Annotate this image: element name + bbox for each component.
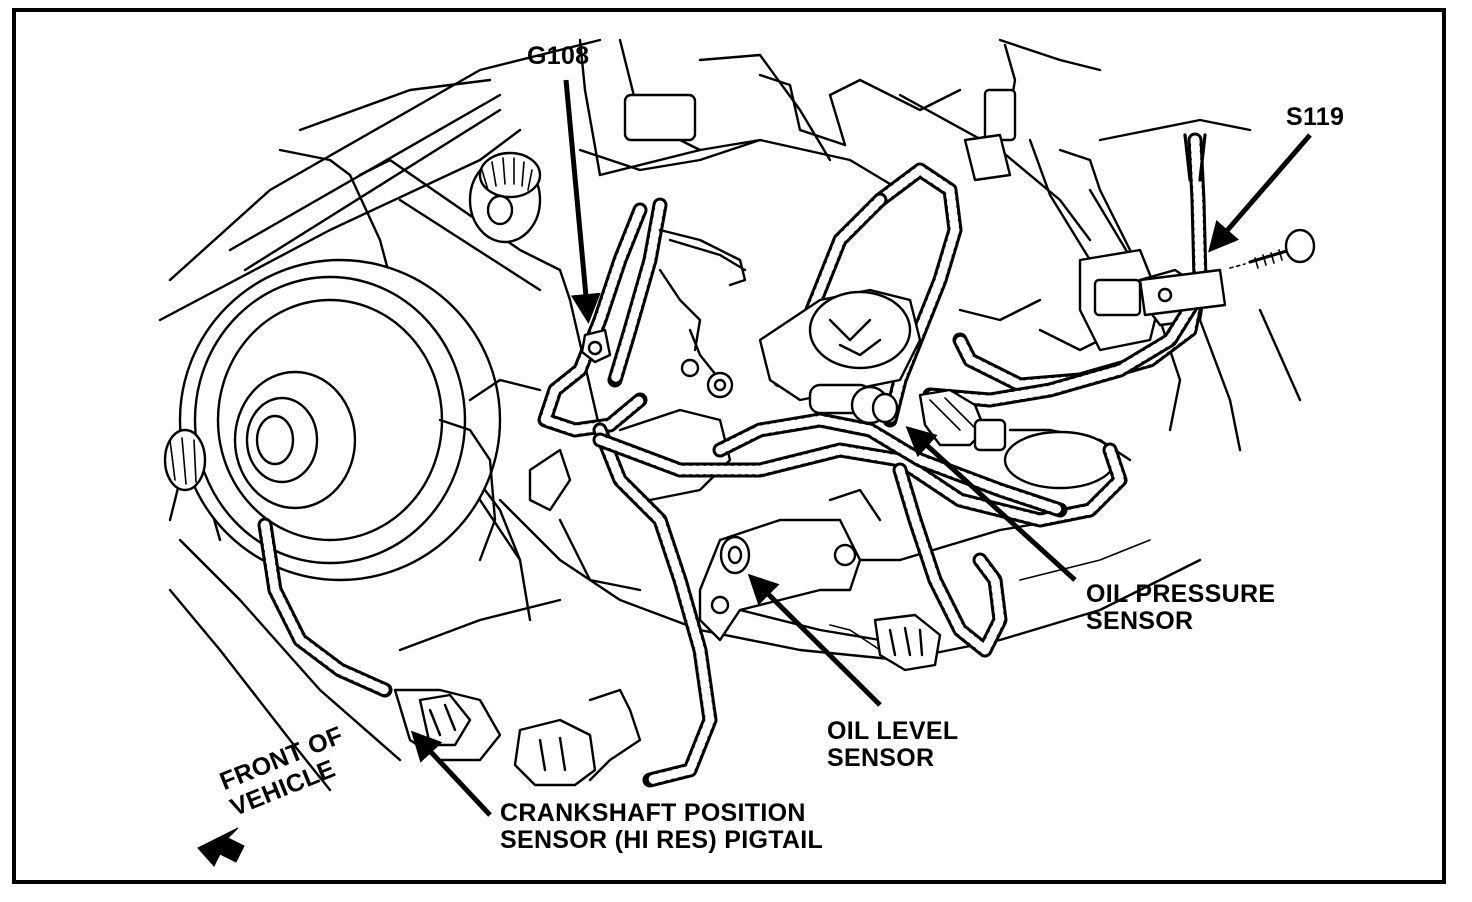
thin-wires xyxy=(558,228,881,782)
oil-level-arrow xyxy=(747,573,882,707)
idler-pulley xyxy=(163,428,207,492)
callout-arrows xyxy=(410,79,1312,817)
casting-boss xyxy=(578,93,762,172)
diagram-frame xyxy=(12,8,1446,884)
crankshaft-connector xyxy=(393,688,597,787)
s119-arrow xyxy=(1208,133,1312,253)
crank-label-1: CRANKSHAFT POSITION xyxy=(500,799,806,827)
oil-pressure-label-2: SENSOR xyxy=(1086,607,1193,635)
filler-cap xyxy=(468,151,542,244)
splice-s119-clamp xyxy=(1138,133,1227,317)
oil-level-connector xyxy=(873,613,942,672)
oil-pressure-sensor xyxy=(758,288,1007,452)
crankshaft-pulley xyxy=(178,258,542,582)
bolt xyxy=(1229,228,1316,269)
crank-arrow xyxy=(410,730,492,817)
oil-level-label-1: OIL LEVEL xyxy=(827,717,958,745)
top-right-sensor xyxy=(963,43,1017,182)
oil-level-label-2: SENSOR xyxy=(827,744,934,772)
oil-pressure-label-1: OIL PRESSURE xyxy=(1086,580,1275,608)
ground-g108-terminal xyxy=(580,328,734,399)
front-of-vehicle-indicator: FRONT OF VEHICLE xyxy=(197,721,347,867)
g108-label: G108 xyxy=(527,42,589,70)
oil-pressure-arrow xyxy=(905,425,1077,582)
mounting-bracket xyxy=(698,488,882,642)
crank-label-2: SENSOR (HI RES) PIGTAIL xyxy=(500,826,823,854)
front-arrow-icon xyxy=(197,827,245,867)
g108-arrow xyxy=(563,79,601,324)
s119-label: S119 xyxy=(1286,103,1344,131)
